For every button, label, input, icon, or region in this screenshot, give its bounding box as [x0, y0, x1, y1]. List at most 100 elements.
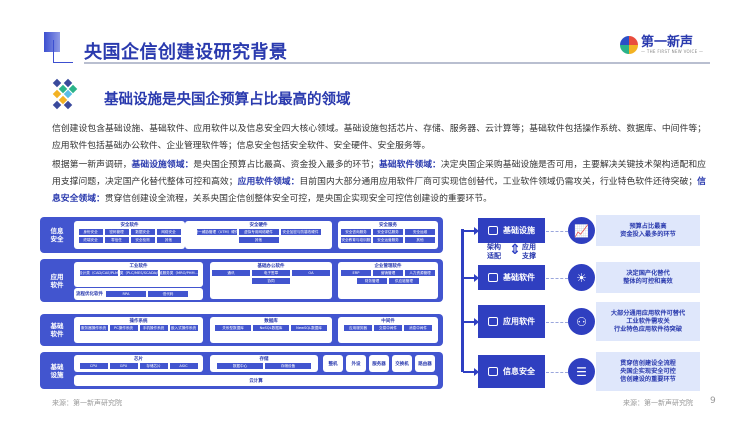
diagram-item: 关系型数据库: [215, 325, 251, 331]
dotted-connector: [546, 230, 568, 232]
group-title: 基础办公软件: [257, 264, 285, 269]
group-title: 安全硬件: [249, 223, 268, 228]
architecture-adapt-label: 架构 适配: [487, 243, 501, 260]
dotted-connector: [546, 321, 568, 323]
diagram-item: 研发设计类（CAD/CAE/PLM...）: [79, 270, 118, 276]
diagram-item-box: 路由器: [415, 355, 435, 372]
group-title: 流程优化软件: [76, 291, 103, 297]
header-decoration-frame: [53, 40, 73, 63]
lightbulb-icon: ☀: [568, 264, 595, 291]
highlight-term: 应用软件领域：: [237, 177, 300, 187]
highlight-term: 基础设施领域：: [131, 160, 194, 170]
diagram-item: 安全检测: [130, 237, 155, 243]
diagram-group: 存储数据中心存储设备: [210, 355, 318, 372]
domain-label: 应用软件: [503, 317, 535, 326]
diagram-item-box: 整机: [323, 355, 343, 372]
diagram-item: RPA: [106, 291, 146, 297]
chart-growth-icon: 📈: [568, 217, 595, 244]
diagram-item: 服务器操作系统: [79, 325, 108, 331]
shield-check-icon: [488, 367, 498, 376]
diagram-item: 应用服务器: [344, 325, 372, 331]
group-title: 芯片: [134, 357, 143, 362]
paragraph-text: 决定央国企采购基础设施是否可用，主要解决关键技术架构适配和应用支撑问题，决定国产…: [52, 160, 706, 187]
diagram-item: 协同: [252, 278, 290, 284]
domain-label: 基础软件: [503, 273, 535, 282]
group-title: 中间件: [381, 319, 395, 324]
window-icon: [488, 317, 498, 326]
domain-label: 信息安全: [503, 367, 535, 376]
domain-box: 信息安全: [478, 355, 545, 388]
diagram-item: 数据中心: [217, 363, 263, 369]
diagram-item: 安全评估服务: [373, 229, 403, 235]
arrow-icon: [463, 367, 479, 376]
diagram-item: 安全运维: [405, 229, 435, 235]
diagram-item: 手机操作系统: [139, 325, 168, 331]
source-left: 来源：第一新声研究院: [52, 399, 122, 407]
highlight-term: 基础软件领域：: [378, 160, 441, 170]
diagram-item: 存储芯片: [139, 363, 168, 369]
row-label: 基础 设施: [50, 362, 64, 379]
diagram-item-box: 交换机: [392, 355, 412, 372]
row-label: 基础 软件: [50, 322, 64, 338]
arrow-icon: [463, 273, 479, 282]
diagram-item: 低代码: [148, 291, 188, 297]
section-subtitle: 基础设施是央国企预算占比最高的领域: [104, 92, 351, 108]
diagram-strip: 云计算: [74, 375, 438, 386]
group-title: 安全服务: [379, 223, 397, 228]
group-title: 工业软件: [129, 264, 148, 269]
domain-box: 应用软件: [478, 305, 545, 338]
row-label: 信息 安全: [50, 227, 64, 243]
intro-paragraph: 信创建设包含基础设施、基础软件、应用软件以及信息安全四大核心领域。基础设施包括芯…: [52, 124, 706, 151]
group-items: 应用服务器交易中间件消息中间件: [344, 325, 432, 331]
dotted-connector: [546, 277, 568, 279]
diagram-item-box: 外设: [346, 355, 366, 372]
diagram-item: OA: [292, 270, 330, 276]
diagram-item: 其他: [405, 237, 435, 243]
group-items: 数据中心存储设备: [217, 363, 311, 369]
diagram-item: 网络安全: [156, 229, 181, 235]
diagram-item: IT安全教育与培训服务: [341, 237, 371, 243]
diagram-group: 安全硬件统一威胁管理（UTM）硬件虚拟专用网络硬件安全加密与防篡改硬件其他: [185, 221, 332, 249]
group-title: 操作系统: [129, 319, 148, 324]
group-items: 身份安全密码管理数据安全网络安全终端安全零信任安全检测其他: [76, 229, 183, 243]
diagram-row: 信息 安全安全软件身份安全密码管理数据安全网络安全终端安全零信任安全检测其他安全…: [40, 217, 443, 253]
group-title: 企业管理软件: [374, 264, 402, 269]
page-number: 9: [710, 396, 716, 406]
diagram-item: 安全咨询服务: [341, 229, 371, 235]
header-decoration: [44, 32, 60, 52]
diagram-item: 安全运营服务: [373, 237, 403, 243]
diagram-item: 终端安全: [78, 237, 103, 243]
page-title: 央国企信创建设研究背景: [84, 42, 288, 63]
diagram-item: ASIC: [169, 363, 198, 369]
diagram-item: 其他: [156, 237, 181, 243]
monitor-code-icon: [488, 273, 498, 282]
group-title: 存储: [259, 357, 269, 362]
brand-logo: 第一新声 — THE FIRST NEW VOICE —: [620, 36, 703, 54]
highlight-term: 信息安全领域：: [52, 177, 706, 204]
domain-box: 基础设施: [478, 218, 545, 243]
findings-paragraph: 根据第一新声调研，基础设施领域：是央国企预算占比最高、资金投入最多的环节；基础软…: [52, 157, 706, 208]
diagram-item: ERP: [341, 270, 371, 276]
diagram-item: 财务管理: [357, 278, 387, 284]
source-right: 来源：第一新声研究院: [623, 399, 693, 407]
group-items: 研发设计类（CAD/CAE/PLM...）生产制造类（PLC/MES/SCADA…: [79, 270, 198, 276]
logo-tagline: — THE FIRST NEW VOICE —: [641, 49, 704, 54]
diagram-item: PC操作系统: [109, 325, 138, 331]
domain-description: 大部分通用应用软件可替代 工业软件需攻关 行业特色应用软件待突破: [596, 302, 700, 341]
paragraph-text: 根据第一新声调研，: [52, 160, 132, 170]
diagram-item: 通讯: [212, 270, 250, 276]
people-network-icon: ⚇: [568, 308, 595, 335]
